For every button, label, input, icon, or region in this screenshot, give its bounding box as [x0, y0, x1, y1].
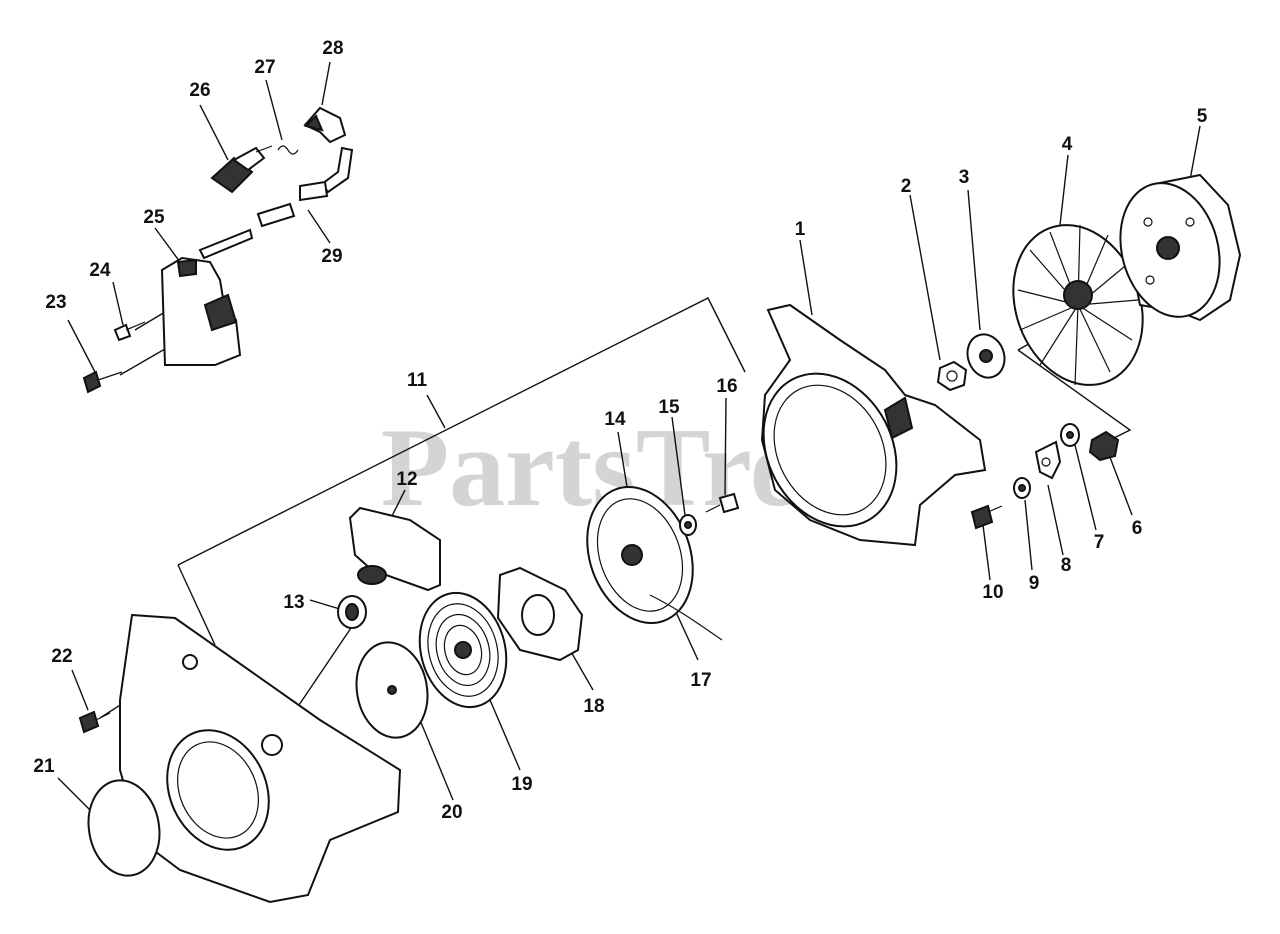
callout-13: 13	[283, 592, 304, 613]
washer	[966, 333, 1006, 379]
callout-6: 6	[1132, 518, 1143, 539]
starter-rope	[649, 594, 723, 641]
fuel-line	[198, 146, 354, 260]
callout-10: 10	[982, 582, 1003, 603]
screw-16	[705, 492, 740, 514]
decal-disc	[87, 779, 161, 877]
screw-22	[78, 710, 111, 734]
recoil-spring	[418, 591, 508, 709]
bolt-10	[970, 504, 1003, 530]
callout-28: 28	[322, 38, 343, 59]
callout-1: 1	[795, 219, 806, 240]
callout-3: 3	[959, 167, 970, 188]
callout-9: 9	[1029, 573, 1040, 594]
washer-15	[679, 514, 697, 536]
callout-26: 26	[189, 80, 210, 101]
magnet-rotor	[1119, 173, 1242, 322]
elbow-connector	[303, 106, 347, 144]
callout-23: 23	[45, 292, 66, 313]
callout-27: 27	[254, 57, 275, 78]
callout-12: 12	[396, 469, 417, 490]
callout-7: 7	[1094, 532, 1105, 553]
callout-21: 21	[33, 756, 55, 777]
callout-20: 20	[441, 802, 462, 823]
callout-5: 5	[1197, 106, 1208, 127]
rope-pulley	[586, 486, 694, 624]
callout-22: 22	[51, 646, 72, 667]
nut-6	[1088, 430, 1120, 462]
callout-16: 16	[716, 376, 737, 397]
flywheel	[1012, 224, 1144, 386]
callout-11: 11	[407, 370, 428, 391]
callout-15: 15	[658, 397, 680, 418]
ignition-module	[160, 256, 242, 366]
fan-housing	[760, 303, 987, 547]
callout-14: 14	[604, 409, 626, 430]
spring-cover	[355, 641, 429, 739]
callout-2: 2	[901, 176, 912, 197]
starter-handle	[348, 506, 441, 592]
callout-19: 19	[511, 774, 532, 795]
callout-17: 17	[690, 670, 711, 691]
starter-case	[119, 613, 402, 904]
callout-8: 8	[1061, 555, 1072, 576]
pawl	[1034, 440, 1062, 480]
callout-18: 18	[583, 696, 604, 717]
callout-29: 29	[321, 246, 342, 267]
callout-labels: 1 2 3 4 5 6 7 8 9 10 11 12 13 14 15 16 1…	[33, 38, 1207, 823]
callout-24: 24	[89, 260, 111, 281]
callout-25: 25	[143, 207, 165, 228]
spark-plug	[210, 145, 273, 194]
spring-clip	[277, 145, 299, 155]
washer-7	[1060, 423, 1080, 447]
nut	[936, 360, 968, 392]
grommet	[337, 595, 367, 629]
callout-4: 4	[1062, 134, 1073, 155]
spring-plate	[496, 566, 584, 662]
screws-23-24	[82, 321, 146, 394]
washer-9	[1013, 477, 1031, 499]
